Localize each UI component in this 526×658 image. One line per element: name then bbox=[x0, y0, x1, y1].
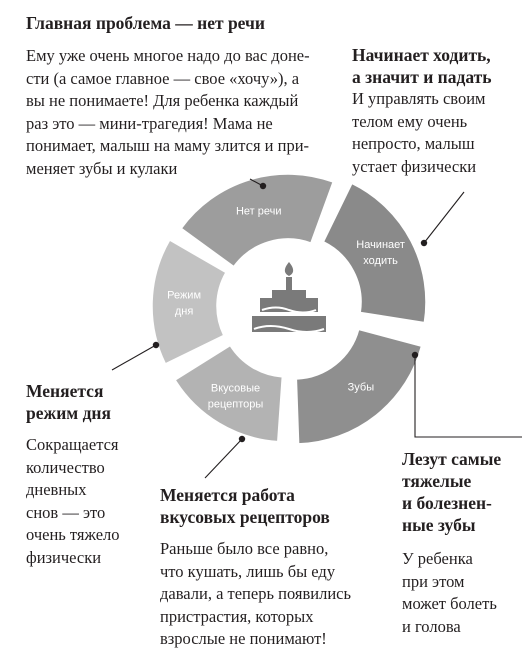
main-problem-title: Главная проблема — нет речи bbox=[26, 13, 265, 33]
walking-text: И управлять своим телом ему очень непрос… bbox=[352, 89, 486, 176]
segment-teeth bbox=[295, 328, 423, 445]
dot-no-speech bbox=[259, 182, 267, 190]
leader-walking bbox=[423, 191, 465, 244]
block-main-problem: Главная проблема — нет речи Ему уже очен… bbox=[26, 12, 366, 180]
dot-walking bbox=[420, 239, 428, 247]
cream-icing-top bbox=[261, 306, 317, 314]
teeth-text: У ребенка при этом может болеть и голова bbox=[402, 549, 497, 636]
birthday-cake-icon bbox=[252, 262, 326, 333]
flame-icon bbox=[284, 262, 294, 276]
leader-taste bbox=[204, 438, 243, 479]
cake-tier-bottom bbox=[252, 316, 326, 332]
taste-title: Меняется работа вкусовых рецепторов bbox=[160, 485, 330, 527]
leader-dots bbox=[152, 182, 428, 443]
segment-routine bbox=[151, 238, 228, 365]
teeth-title: Лезут самые тяжелые и болезнен- ные зубы bbox=[402, 449, 502, 535]
block-walking: Начинает ходить, а значит и падать И упр… bbox=[352, 44, 522, 178]
segment-label-teeth: Зубы bbox=[348, 381, 375, 393]
routine-title: Меняется режим дня bbox=[26, 381, 111, 423]
leader-routine bbox=[111, 344, 157, 371]
cream-icing-bottom bbox=[253, 325, 325, 333]
taste-text: Раньше было все равно, что кушать, лишь … bbox=[160, 539, 351, 648]
dot-routine bbox=[152, 341, 160, 349]
dot-teeth bbox=[411, 351, 419, 359]
segment-taste bbox=[174, 344, 284, 443]
routine-text: Сокращается количество дневных снов — эт… bbox=[26, 435, 120, 567]
block-taste: Меняется работа вкусовых рецепторов Рань… bbox=[160, 484, 376, 651]
leader-teeth bbox=[414, 355, 522, 438]
segment-walking bbox=[322, 182, 427, 324]
dot-taste bbox=[238, 435, 246, 443]
candle-icon bbox=[286, 277, 292, 290]
block-routine: Меняется режим дня Сокращается количеств… bbox=[26, 380, 166, 569]
segment-label-no-speech: Нет речи bbox=[236, 205, 282, 217]
block-teeth: Лезут самые тяжелые и болезнен- ные зубы… bbox=[402, 448, 522, 638]
main-problem-text: Ему уже очень многое надо до вас доне- с… bbox=[26, 46, 310, 178]
cake-cap bbox=[272, 290, 306, 298]
segment-no-speech bbox=[180, 173, 335, 268]
walking-title: Начинает ходить, а значит и падать bbox=[352, 45, 492, 87]
